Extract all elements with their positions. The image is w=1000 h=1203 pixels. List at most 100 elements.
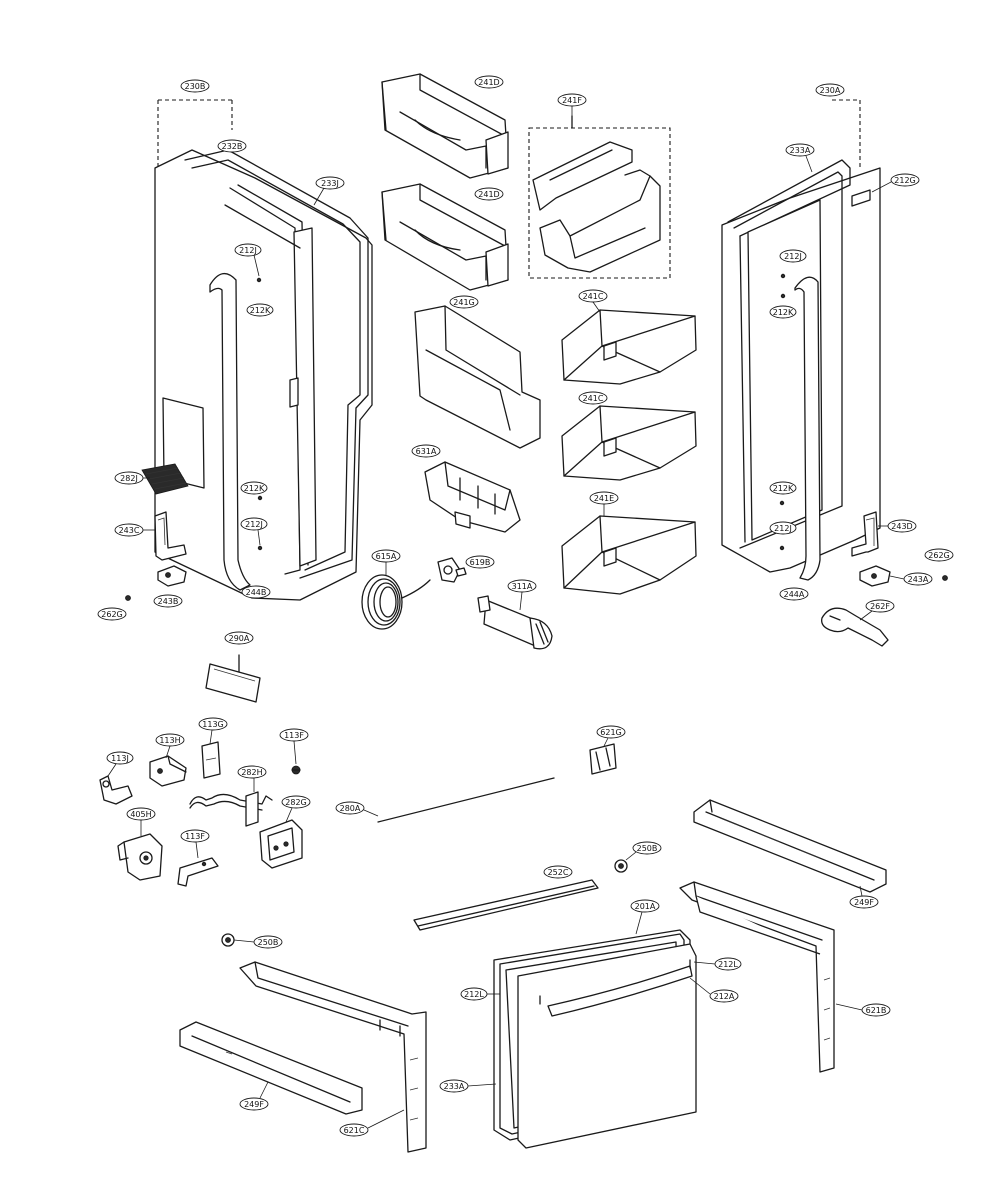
callout-243A: 243A	[889, 572, 933, 586]
callout-212J-right-bottom: 212J	[769, 521, 797, 535]
part-113H-hinge	[149, 755, 187, 787]
callout-212K-right-bottom: 212K	[769, 481, 797, 495]
callout-text: 241E	[594, 494, 614, 503]
callout-249F-left: 249F	[239, 1081, 269, 1111]
part-113J-hinge-pin	[99, 775, 133, 805]
callout-text: 262G	[101, 610, 122, 619]
callout-text: 290A	[229, 634, 250, 643]
callout-621C: 621C	[339, 1109, 405, 1137]
callout-text: 113F	[185, 832, 205, 841]
callout-text: 113G	[202, 720, 223, 729]
callout-text: 615A	[376, 552, 397, 561]
callout-text: 249F	[244, 1100, 264, 1109]
callout-262F: 262F	[859, 599, 895, 621]
callout-text: 280A	[340, 804, 361, 813]
part-243D-hinge-bracket	[851, 511, 879, 557]
callout-241G: 241G	[449, 295, 479, 309]
callout-212K-right-top: 212K	[769, 305, 797, 319]
callout-text: 243C	[119, 526, 140, 535]
part-405H-hinge-assembly	[117, 833, 163, 881]
callout-250B-lower: 250B	[233, 935, 283, 949]
callout-text: 212G	[894, 176, 915, 185]
callout-212L-right: 212L	[693, 957, 742, 971]
callout-text: 233A	[790, 146, 811, 155]
callout-250B-upper: 250B	[625, 841, 662, 861]
callout-212J-left-bottom: 212J	[240, 517, 268, 546]
callout-text: 113H	[159, 736, 180, 745]
callout-233J: 233J	[313, 176, 345, 206]
callout-text: 113J	[111, 754, 129, 763]
callout-text: 311A	[512, 582, 533, 591]
part-241G-cover-panel	[414, 305, 541, 449]
callout-text: 241G	[453, 298, 474, 307]
part-290A-label-plate	[205, 654, 261, 703]
callout-text: 282H	[241, 768, 262, 777]
callout-113F-top: 113F	[279, 728, 309, 765]
callout-text: 212J	[784, 252, 802, 261]
callout-text: 233J	[321, 179, 339, 188]
callout-230B: 230B	[180, 79, 210, 93]
callout-631A: 631A	[411, 444, 441, 458]
callout-212J-right-top: 212J	[779, 249, 807, 263]
callout-212K-left-bottom: 212K	[240, 481, 268, 495]
callout-text: 243B	[158, 597, 179, 606]
callout-text: 241C	[583, 394, 604, 403]
callout-text: 619B	[470, 558, 491, 567]
part-113F-bracket	[177, 857, 219, 887]
callout-text: 212J	[239, 246, 257, 255]
part-621C-drawer-arm-left	[239, 961, 427, 1153]
callout-text: 249F	[854, 898, 874, 907]
callout-212J-left-top: 212J	[234, 243, 262, 277]
callout-text: 282J	[120, 474, 138, 483]
callout-text: 113F	[284, 731, 304, 740]
callout-text: 631A	[416, 447, 437, 456]
callout-text: 241C	[583, 292, 604, 301]
callout-text: 243D	[891, 522, 912, 531]
bin-241D-lower	[381, 183, 509, 291]
bin-241D-upper	[381, 73, 509, 179]
callout-241F: 241F	[557, 93, 587, 116]
callout-text: 241D	[478, 190, 499, 199]
callout-212A: 212A	[689, 977, 739, 1003]
callout-113J: 113J	[106, 751, 134, 777]
callout-113H: 113H	[155, 733, 185, 759]
callout-text: 212J	[245, 520, 263, 529]
callout-text: 250B	[258, 938, 279, 947]
part-243B-hinge	[157, 565, 187, 587]
left-door-assembly	[141, 99, 373, 601]
callout-230A: 230A	[815, 83, 845, 97]
part-249F-rail-left	[179, 1021, 363, 1115]
part-282H-tube	[189, 791, 273, 827]
callout-text: 212K	[250, 306, 271, 315]
part-621B-drawer-arm-right	[679, 881, 835, 1073]
callout-282J: 282J	[114, 471, 150, 485]
callout-text: 212K	[773, 484, 794, 493]
part-282G-housing	[259, 819, 303, 869]
callout-405H: 405H	[126, 807, 156, 836]
callout-241C-upper: 241C	[578, 289, 608, 313]
callout-621G: 621G	[596, 725, 626, 747]
part-113G-cover	[201, 741, 221, 779]
callout-text: 201A	[635, 902, 656, 911]
callout-233A-drawer: 233A	[439, 1079, 497, 1093]
callout-241D-upper: 241D	[474, 75, 504, 89]
callout-212G: 212G	[871, 173, 920, 193]
callout-text: 233A	[444, 1082, 465, 1091]
part-311A-water-filter	[477, 595, 553, 650]
callout-262G-right: 262G	[924, 548, 954, 562]
callout-280A: 280A	[335, 801, 379, 817]
callout-619B: 619B	[465, 555, 495, 569]
callout-249F-right: 249F	[849, 885, 879, 909]
callout-113F-lower: 113F	[180, 829, 210, 859]
part-619B-fitting	[437, 557, 467, 583]
part-113F-screw-top	[291, 765, 301, 775]
callout-113G: 113G	[198, 717, 228, 745]
drawer-201A-assembly	[493, 929, 697, 1149]
callout-text: 212K	[773, 308, 794, 317]
bin-241C-upper	[561, 309, 697, 385]
callout-244A: 244A	[779, 587, 809, 601]
callout-text: 621C	[344, 1126, 365, 1135]
callout-text: 230B	[185, 82, 206, 91]
part-252C-rail	[413, 879, 599, 931]
